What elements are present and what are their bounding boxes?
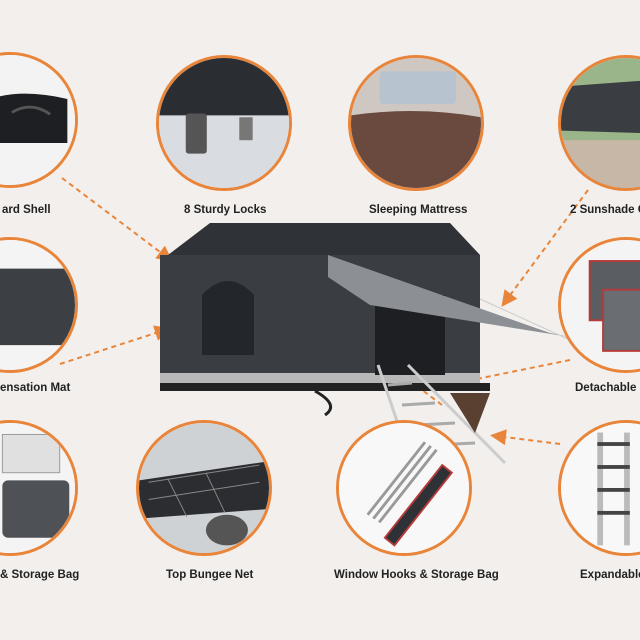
mattress-image [348,55,484,191]
feature-label: Window Hooks & Storage Bag [334,569,499,581]
feature-label: Detachable F [575,382,640,394]
window-hooks-image [336,420,472,556]
storage-bag-image [0,420,78,556]
detachable-bag-image [558,237,640,373]
feature-label: 2 Sunshade C [570,204,640,216]
feature-label: ensation Mat [0,382,71,394]
sunshade-image [558,55,640,191]
lock-image [156,55,292,191]
bungee-net-image [136,420,272,556]
feature-label: 8 Sturdy Locks [184,204,267,216]
feature-label: ard Shell [2,204,51,216]
feature-label: Top Bungee Net [166,569,254,581]
feature-label: Sleeping Mattress [369,204,468,216]
condensation-mat-image [0,237,78,373]
hard-shell-image [0,52,78,188]
rooftop-tent-image [160,223,570,465]
feature-label: Expandable [580,569,640,581]
feature-label: & Storage Bag [0,569,80,581]
